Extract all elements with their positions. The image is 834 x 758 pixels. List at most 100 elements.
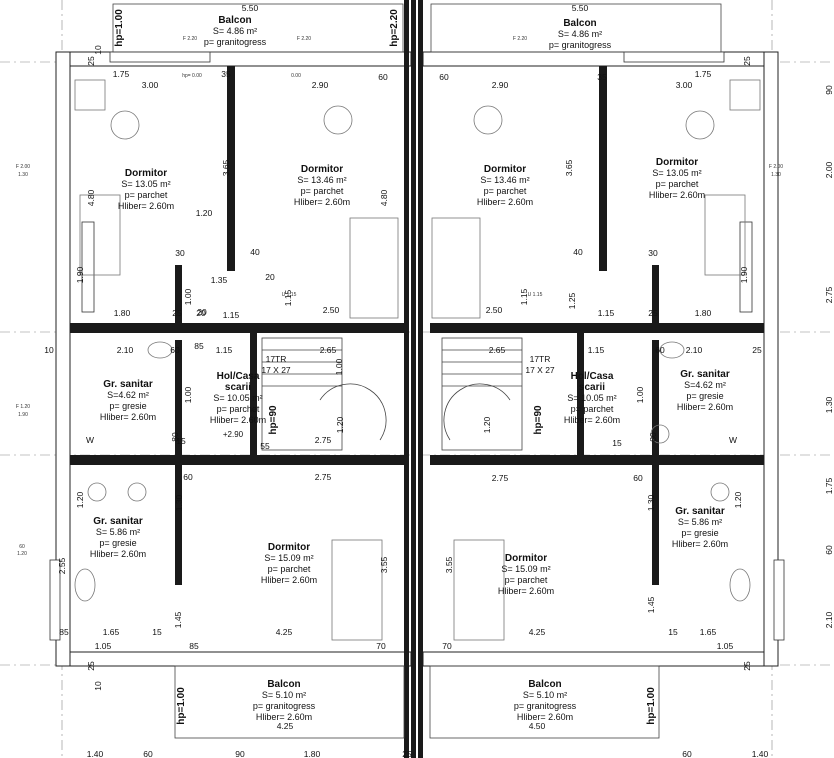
tiny-label: F 2.20 bbox=[297, 36, 311, 42]
dim-label: 4.80 bbox=[379, 189, 389, 206]
room-name-2: scarii bbox=[579, 382, 605, 393]
room-balcon-top-left: Balcon S= 4.86 m² p= granitogress bbox=[204, 15, 267, 47]
tiny-label: hp= 0.00 bbox=[182, 73, 202, 79]
tiny-label: 1.30 bbox=[18, 172, 28, 178]
room-area: S= 13.46 m² bbox=[480, 175, 529, 185]
dim-label: 1.75 bbox=[113, 69, 130, 79]
dim-label: 1.15 bbox=[598, 308, 615, 318]
tiny-label: W bbox=[86, 435, 94, 445]
room-area: S=4.62 m² bbox=[107, 390, 149, 400]
dim-label: 55 bbox=[260, 441, 270, 451]
hp-label: hp=1.00 bbox=[176, 687, 187, 725]
tiny-label: W bbox=[729, 435, 737, 445]
level-mark: +2.90 bbox=[223, 430, 244, 439]
dim-label: 4.25 bbox=[276, 627, 293, 637]
dim-label: 25 bbox=[742, 661, 752, 671]
dim-label: 60 bbox=[378, 72, 388, 82]
dim-label: 4.25 bbox=[277, 721, 294, 731]
dimensions: 5.50 5.50 1.75 3.00 35 2.90 60 60 2.90 3… bbox=[44, 3, 834, 758]
room-floor: p= gresie bbox=[681, 528, 718, 538]
dim-label: 2.75 bbox=[492, 473, 509, 483]
room-hliber: Hliber= 2.60m bbox=[564, 415, 620, 425]
dim-label: 30 bbox=[648, 248, 658, 258]
dim-label: 2.00 bbox=[824, 161, 834, 178]
room-name: Hol/Casa bbox=[217, 371, 260, 382]
dim-label: 85 bbox=[59, 627, 69, 637]
room-floor: p= granitogress bbox=[514, 701, 577, 711]
room-balcon-top-right: Balcon S= 4.86 m² p= granitogress bbox=[549, 18, 612, 50]
dim-label: 35 bbox=[221, 69, 231, 79]
room-sanitar-2: Gr. sanitar S=4.62 m² p= gresie Hliber= … bbox=[677, 369, 733, 412]
dim-label: 20 bbox=[197, 307, 207, 317]
room-area: S= 15.09 m² bbox=[264, 553, 313, 563]
room-area: S= 5.86 m² bbox=[96, 527, 140, 537]
dim-label: 1.40 bbox=[752, 749, 769, 758]
room-name: Dormitor bbox=[301, 164, 343, 175]
room-name: Balcon bbox=[563, 18, 596, 29]
tiny-label: F 1.20 bbox=[16, 404, 30, 410]
tiny-label: 1.30 bbox=[771, 172, 781, 178]
room-floor: p= granitogress bbox=[204, 37, 267, 47]
room-floor: p= parchet bbox=[571, 404, 614, 414]
dim-label: 2.75 bbox=[315, 435, 332, 445]
hp-label: hp=90 bbox=[533, 405, 544, 435]
room-floor: p= granitogress bbox=[253, 701, 316, 711]
dim-label: 1.00 bbox=[183, 386, 193, 403]
room-name: Dormitor bbox=[656, 157, 698, 168]
dim-label: 30 bbox=[175, 248, 185, 258]
dim-label: 2.10 bbox=[117, 345, 134, 355]
room-area: S= 4.86 m² bbox=[213, 26, 257, 36]
dim-label: 60 bbox=[143, 749, 153, 758]
dim-label: 1.05 bbox=[717, 641, 734, 651]
room-dormitor-4: Dormitor S= 13.05 m² p= parchet Hliber= … bbox=[649, 157, 705, 200]
room-hol-1: Hol/Casa scarii S= 10.05 m² p= parchet H… bbox=[210, 371, 266, 425]
dim-label: 25 bbox=[648, 308, 658, 318]
dim-label: 90 bbox=[235, 749, 245, 758]
room-dormitor-5: Dormitor S= 15.09 m² p= parchet Hliber= … bbox=[261, 542, 317, 585]
room-area: S=4.62 m² bbox=[684, 380, 726, 390]
room-name: Dormitor bbox=[505, 553, 547, 564]
dim-label: 80 bbox=[170, 432, 180, 442]
hp-labels: hp=1.00 hp=2.20 hp=1.00 hp=90 hp=90 hp=1… bbox=[114, 9, 657, 725]
dim-label: 3.65 bbox=[564, 159, 574, 176]
dim-label: 3.55 bbox=[444, 556, 454, 573]
dim-label: 1.80 bbox=[304, 749, 321, 758]
furniture bbox=[74, 79, 761, 641]
dim-label: 1.45 bbox=[173, 611, 183, 628]
room-hliber: Hliber= 2.60m bbox=[672, 539, 728, 549]
room-name-2: scarii bbox=[225, 382, 251, 393]
dim-label: 1.00 bbox=[635, 386, 645, 403]
room-hliber: Hliber= 2.60m bbox=[90, 549, 146, 559]
dim-label: 2.90 bbox=[492, 80, 509, 90]
dim-label: 1.15 bbox=[283, 289, 293, 306]
dim-label: 2.65 bbox=[489, 345, 506, 355]
room-name: Balcon bbox=[528, 679, 561, 690]
dim-label: 20 bbox=[196, 308, 206, 318]
dim-label: 10 bbox=[93, 45, 103, 55]
room-floor: p= granitogress bbox=[549, 40, 612, 50]
dim-label: 1.35 bbox=[211, 275, 228, 285]
room-area: S= 13.05 m² bbox=[121, 179, 170, 189]
room-sanitar-1: Gr. sanitar S=4.62 m² p= gresie Hliber= … bbox=[100, 379, 156, 422]
room-balcon-bottom-right: Balcon S= 5.10 m² p= granitogress Hliber… bbox=[514, 679, 577, 722]
dim-label: 40 bbox=[573, 247, 583, 257]
room-floor: p= gresie bbox=[109, 401, 146, 411]
room-name: Dormitor bbox=[268, 542, 310, 553]
room-area: S= 5.86 m² bbox=[678, 517, 722, 527]
dim-label: 15 bbox=[152, 627, 162, 637]
room-name: Gr. sanitar bbox=[93, 516, 143, 527]
hp-label: hp=90 bbox=[268, 405, 279, 435]
tiny-label: F 2.00 bbox=[16, 164, 30, 170]
dim-label: 90 bbox=[824, 85, 834, 95]
dim-label: 60 bbox=[439, 72, 449, 82]
room-area: S= 15.09 m² bbox=[501, 564, 550, 574]
dim-label: 60 bbox=[633, 473, 643, 483]
room-name: Dormitor bbox=[125, 168, 167, 179]
dim-label: 3.00 bbox=[142, 80, 159, 90]
tiny-label: F 2.00 bbox=[769, 164, 783, 170]
dim-label: 85 bbox=[189, 641, 199, 651]
stair-label: 17TR bbox=[266, 354, 287, 364]
hp-label: hp=1.00 bbox=[114, 9, 125, 47]
dim-label: 1.40 bbox=[87, 749, 104, 758]
